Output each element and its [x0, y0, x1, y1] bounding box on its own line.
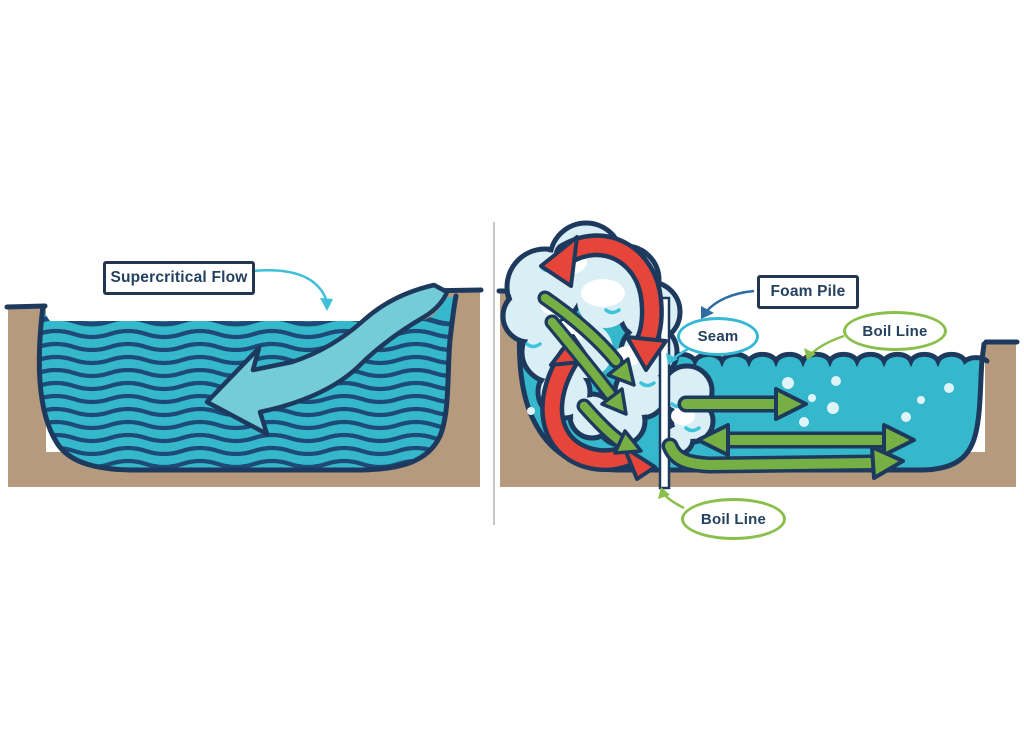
right-panel — [496, 220, 1020, 510]
supercritical-flow-label: Supercritical Flow — [103, 261, 255, 295]
boil-line-top-label: Boil Line — [843, 311, 947, 351]
seam-line — [658, 296, 671, 490]
boil-line-top-leader-arrowhead — [804, 348, 816, 360]
green-downstream-arrows — [661, 387, 916, 480]
supercritical-flow-ribbon-arrow — [204, 282, 450, 437]
left-panel — [4, 269, 484, 487]
foam-pile-leader-arrowhead — [701, 306, 714, 319]
supercritical-flow-leader-arrow — [251, 269, 328, 300]
boil-line-bottom-label: Boil Line — [681, 498, 786, 540]
downstream-surface-waves — [665, 351, 990, 368]
left-basin-outline — [36, 293, 459, 473]
green-diving-flow-arrows — [537, 290, 643, 455]
supercritical-flow-leader-arrowhead — [320, 298, 333, 311]
foam-pile-label: Foam Pile — [757, 275, 859, 309]
seam-label: Seam — [677, 317, 759, 356]
boil-line-bottom-leader-arrowhead — [658, 487, 670, 499]
seam-leader-arrowhead — [666, 353, 678, 365]
foam-pile-leader-arrow — [705, 289, 755, 313]
left-bank-top-edge — [4, 303, 48, 310]
